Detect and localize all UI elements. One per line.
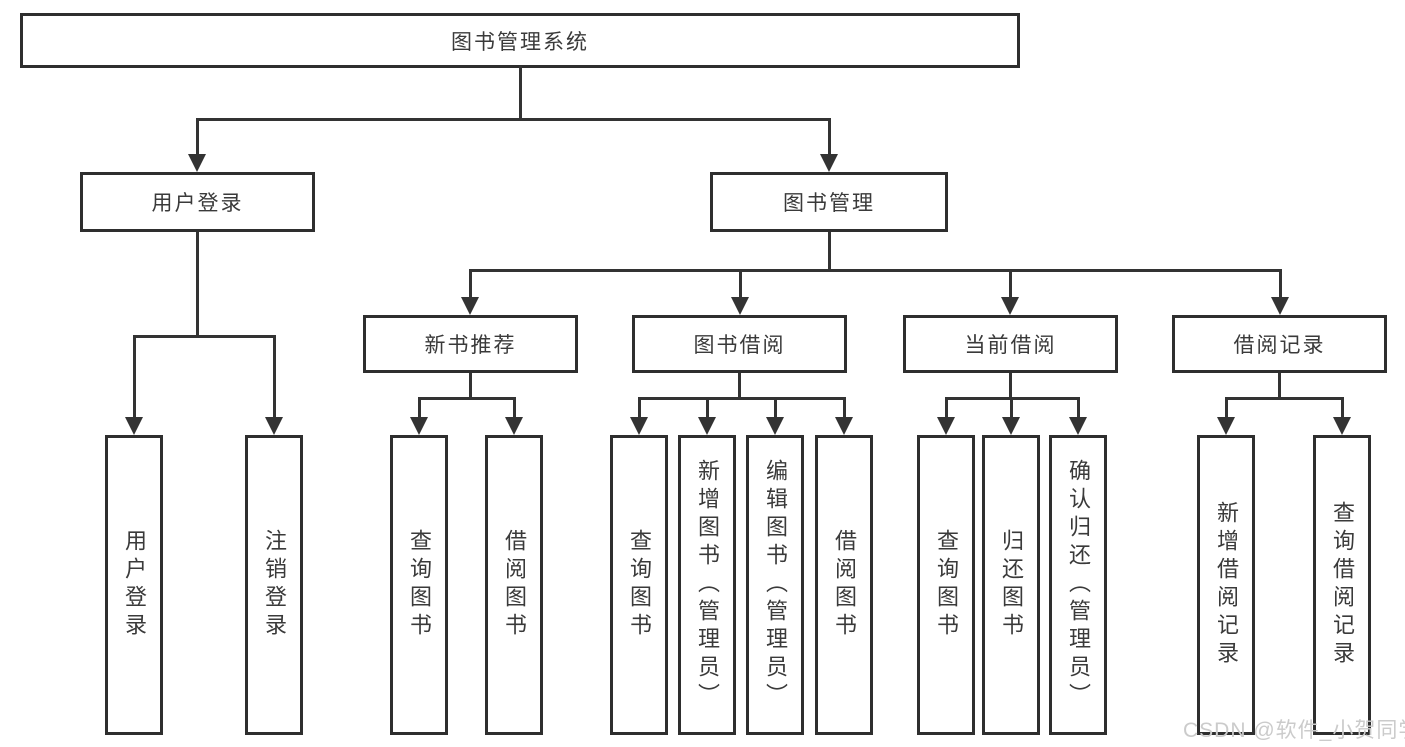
node-logout: 注销登录	[245, 435, 303, 735]
connector-line	[738, 373, 741, 399]
arrow-down-icon	[461, 297, 479, 315]
node-borrow-books: 借阅图书	[485, 435, 543, 735]
node-label: 图书借阅	[693, 334, 786, 357]
arrow-down-icon	[937, 417, 955, 435]
node-current-borrow: 当前借阅	[903, 315, 1118, 373]
arrow-down-icon	[731, 297, 749, 315]
connector-line	[417, 399, 421, 419]
connector-line	[512, 399, 516, 419]
node-confirm-return-admin: 确认归还（管理员）	[1049, 435, 1107, 735]
connector-line	[1008, 271, 1012, 299]
node-query-books: 查询图书	[917, 435, 975, 735]
node-label: 查询图书	[934, 529, 959, 641]
arrow-down-icon	[410, 417, 428, 435]
connector-line	[1278, 373, 1281, 399]
connector-line	[518, 66, 522, 120]
node-add-borrow-record: 新增借阅记录	[1197, 435, 1255, 735]
node-user-login-group: 用户登录	[80, 172, 315, 232]
node-return-books: 归还图书	[982, 435, 1040, 735]
connector-line	[944, 399, 948, 419]
node-label: 借阅图书	[502, 529, 527, 641]
connector-line	[132, 337, 136, 419]
connector-line	[1009, 399, 1013, 419]
node-label: 编辑图书（管理员）	[763, 459, 788, 711]
arrow-down-icon	[265, 417, 283, 435]
node-label: 图书管理系统	[451, 30, 589, 54]
node-label: 确认归还（管理员）	[1066, 459, 1091, 711]
node-new-book-recommend: 新书推荐	[363, 315, 578, 373]
connector-line	[1278, 271, 1282, 299]
node-label: 注销登录	[262, 529, 287, 641]
arrow-down-icon	[1002, 417, 1020, 435]
connector-line	[1224, 397, 1344, 400]
arrow-down-icon	[1001, 297, 1019, 315]
arrow-down-icon	[630, 417, 648, 435]
node-label: 新增借阅记录	[1214, 501, 1239, 669]
connector-line	[827, 232, 831, 271]
connector-line	[1340, 399, 1344, 419]
connector-line	[195, 232, 199, 337]
node-label: 查询图书	[407, 529, 432, 641]
connector-line	[195, 118, 831, 121]
connector-line	[827, 120, 831, 156]
connector-line	[637, 397, 846, 400]
connector-line	[944, 397, 1080, 400]
arrow-down-icon	[1217, 417, 1235, 435]
connector-line	[773, 399, 777, 419]
connector-line	[705, 399, 709, 419]
node-library-system: 图书管理系统	[20, 13, 1020, 68]
node-query-books: 查询图书	[390, 435, 448, 735]
connector-line	[1009, 373, 1012, 399]
connector-line	[842, 399, 846, 419]
node-book-borrow: 图书借阅	[632, 315, 847, 373]
node-label: 新增图书（管理员）	[695, 459, 720, 711]
connector-line	[195, 120, 199, 156]
node-borrow-books: 借阅图书	[815, 435, 873, 735]
arrow-down-icon	[1333, 417, 1351, 435]
connector-line	[468, 373, 472, 399]
node-label: 用户登录	[151, 192, 244, 215]
connector-line	[272, 337, 276, 419]
node-add-books-admin: 新增图书（管理员）	[678, 435, 736, 735]
node-label: 用户登录	[122, 529, 147, 641]
connector-line	[1076, 399, 1080, 419]
arrow-down-icon	[766, 417, 784, 435]
connector-line	[468, 271, 472, 299]
arrow-down-icon	[820, 154, 838, 172]
arrow-down-icon	[188, 154, 206, 172]
arrow-down-icon	[1069, 417, 1087, 435]
watermark: CSDN @软件_小贺同学	[1183, 719, 1405, 742]
arrow-down-icon	[698, 417, 716, 435]
node-label: 归还图书	[999, 529, 1024, 641]
connector-line	[738, 271, 742, 299]
connector-line	[637, 399, 641, 419]
node-label: 查询借阅记录	[1330, 501, 1355, 669]
arrow-down-icon	[125, 417, 143, 435]
node-label: 新书推荐	[424, 334, 517, 357]
arrow-down-icon	[1271, 297, 1289, 315]
connector-line	[132, 335, 276, 338]
node-label: 借阅记录	[1233, 334, 1326, 357]
node-query-borrow-record: 查询借阅记录	[1313, 435, 1371, 735]
connector-line	[468, 269, 1282, 272]
connector-line	[417, 397, 516, 400]
node-label: 当前借阅	[964, 334, 1057, 357]
node-label: 图书管理	[783, 192, 875, 215]
arrow-down-icon	[505, 417, 523, 435]
node-edit-books-admin: 编辑图书（管理员）	[746, 435, 804, 735]
node-label: 借阅图书	[832, 529, 857, 641]
node-borrow-records: 借阅记录	[1172, 315, 1387, 373]
node-query-books: 查询图书	[610, 435, 668, 735]
arrow-down-icon	[835, 417, 853, 435]
node-label: 查询图书	[627, 529, 652, 641]
connector-line	[1224, 399, 1228, 419]
node-book-management: 图书管理	[710, 172, 948, 232]
node-user-login: 用户登录	[105, 435, 163, 735]
